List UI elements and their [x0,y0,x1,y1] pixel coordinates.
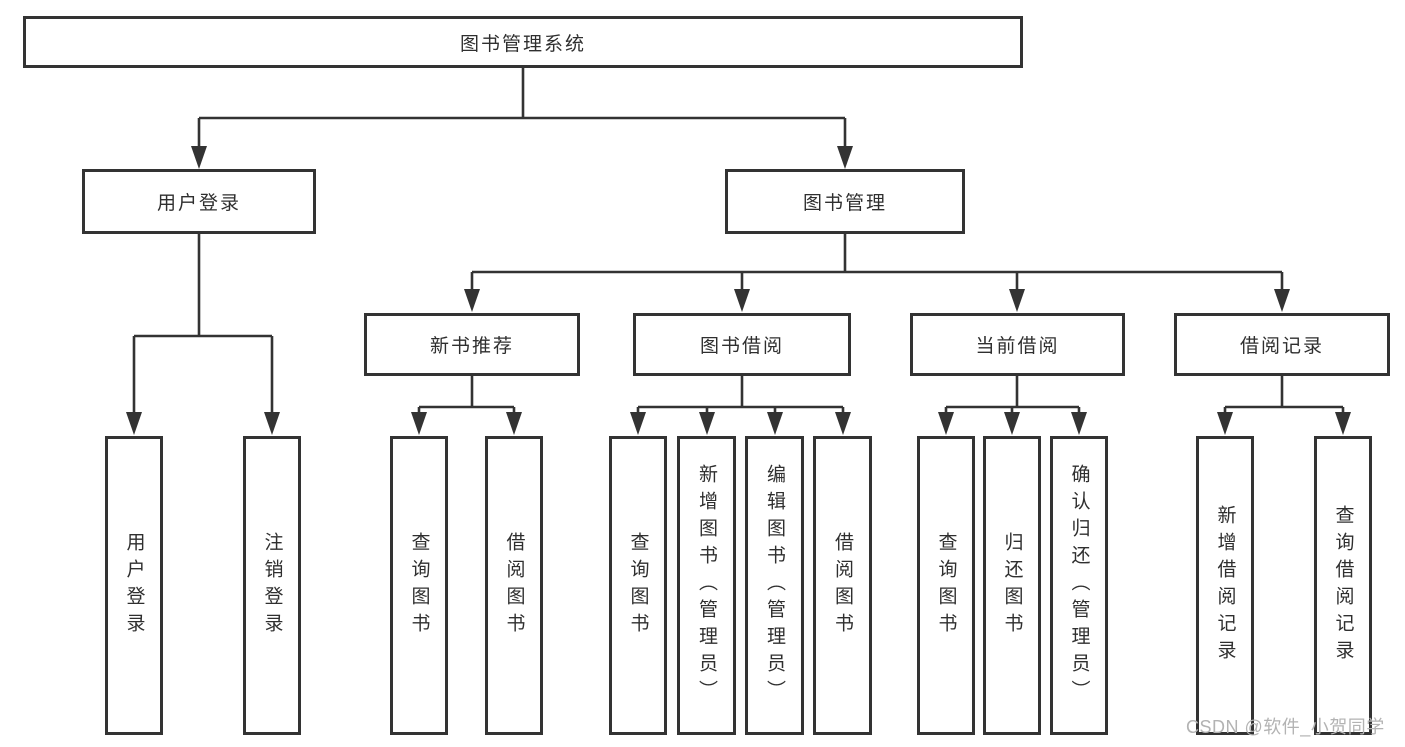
csdn-watermark: CSDN @软件_小贺同学 [1186,717,1385,737]
leaf-query-borrow-record: 查询借阅记录 [1314,436,1372,735]
leaf-add-borrow-record: 新增借阅记录 [1196,436,1254,735]
connector-book-borrow-children [630,376,851,435]
connector-root-split [191,68,853,169]
leaf-logout: 注销登录 [243,436,301,735]
leaf-confirm-return-admin: 确认归还（管理员） [1050,436,1108,735]
leaf-recommend-query-books: 查询图书 [390,436,448,735]
leaf-current-query-books: 查询图书 [917,436,975,735]
connector-user-login-children [126,234,280,435]
connector-book-management-children [464,234,1290,312]
node-book-management: 图书管理 [725,169,965,234]
connector-new-book-recommend-children [411,376,522,435]
node-user-login: 用户登录 [82,169,316,234]
leaf-borrow-books: 借阅图书 [813,436,872,735]
connector-current-borrow-children [938,376,1087,435]
leaf-return-books: 归还图书 [983,436,1041,735]
leaf-recommend-borrow-books: 借阅图书 [485,436,543,735]
node-root-library-system: 图书管理系统 [23,16,1023,68]
leaf-user-login: 用户登录 [105,436,163,735]
node-new-book-recommend: 新书推荐 [364,313,580,376]
connector-borrow-records-children [1217,376,1351,435]
leaf-edit-books-admin: 编辑图书（管理员） [745,436,804,735]
node-book-borrow: 图书借阅 [633,313,851,376]
node-current-borrow: 当前借阅 [910,313,1125,376]
node-borrow-records: 借阅记录 [1174,313,1390,376]
leaf-add-books-admin: 新增图书（管理员） [677,436,736,735]
leaf-borrow-query-books: 查询图书 [609,436,667,735]
